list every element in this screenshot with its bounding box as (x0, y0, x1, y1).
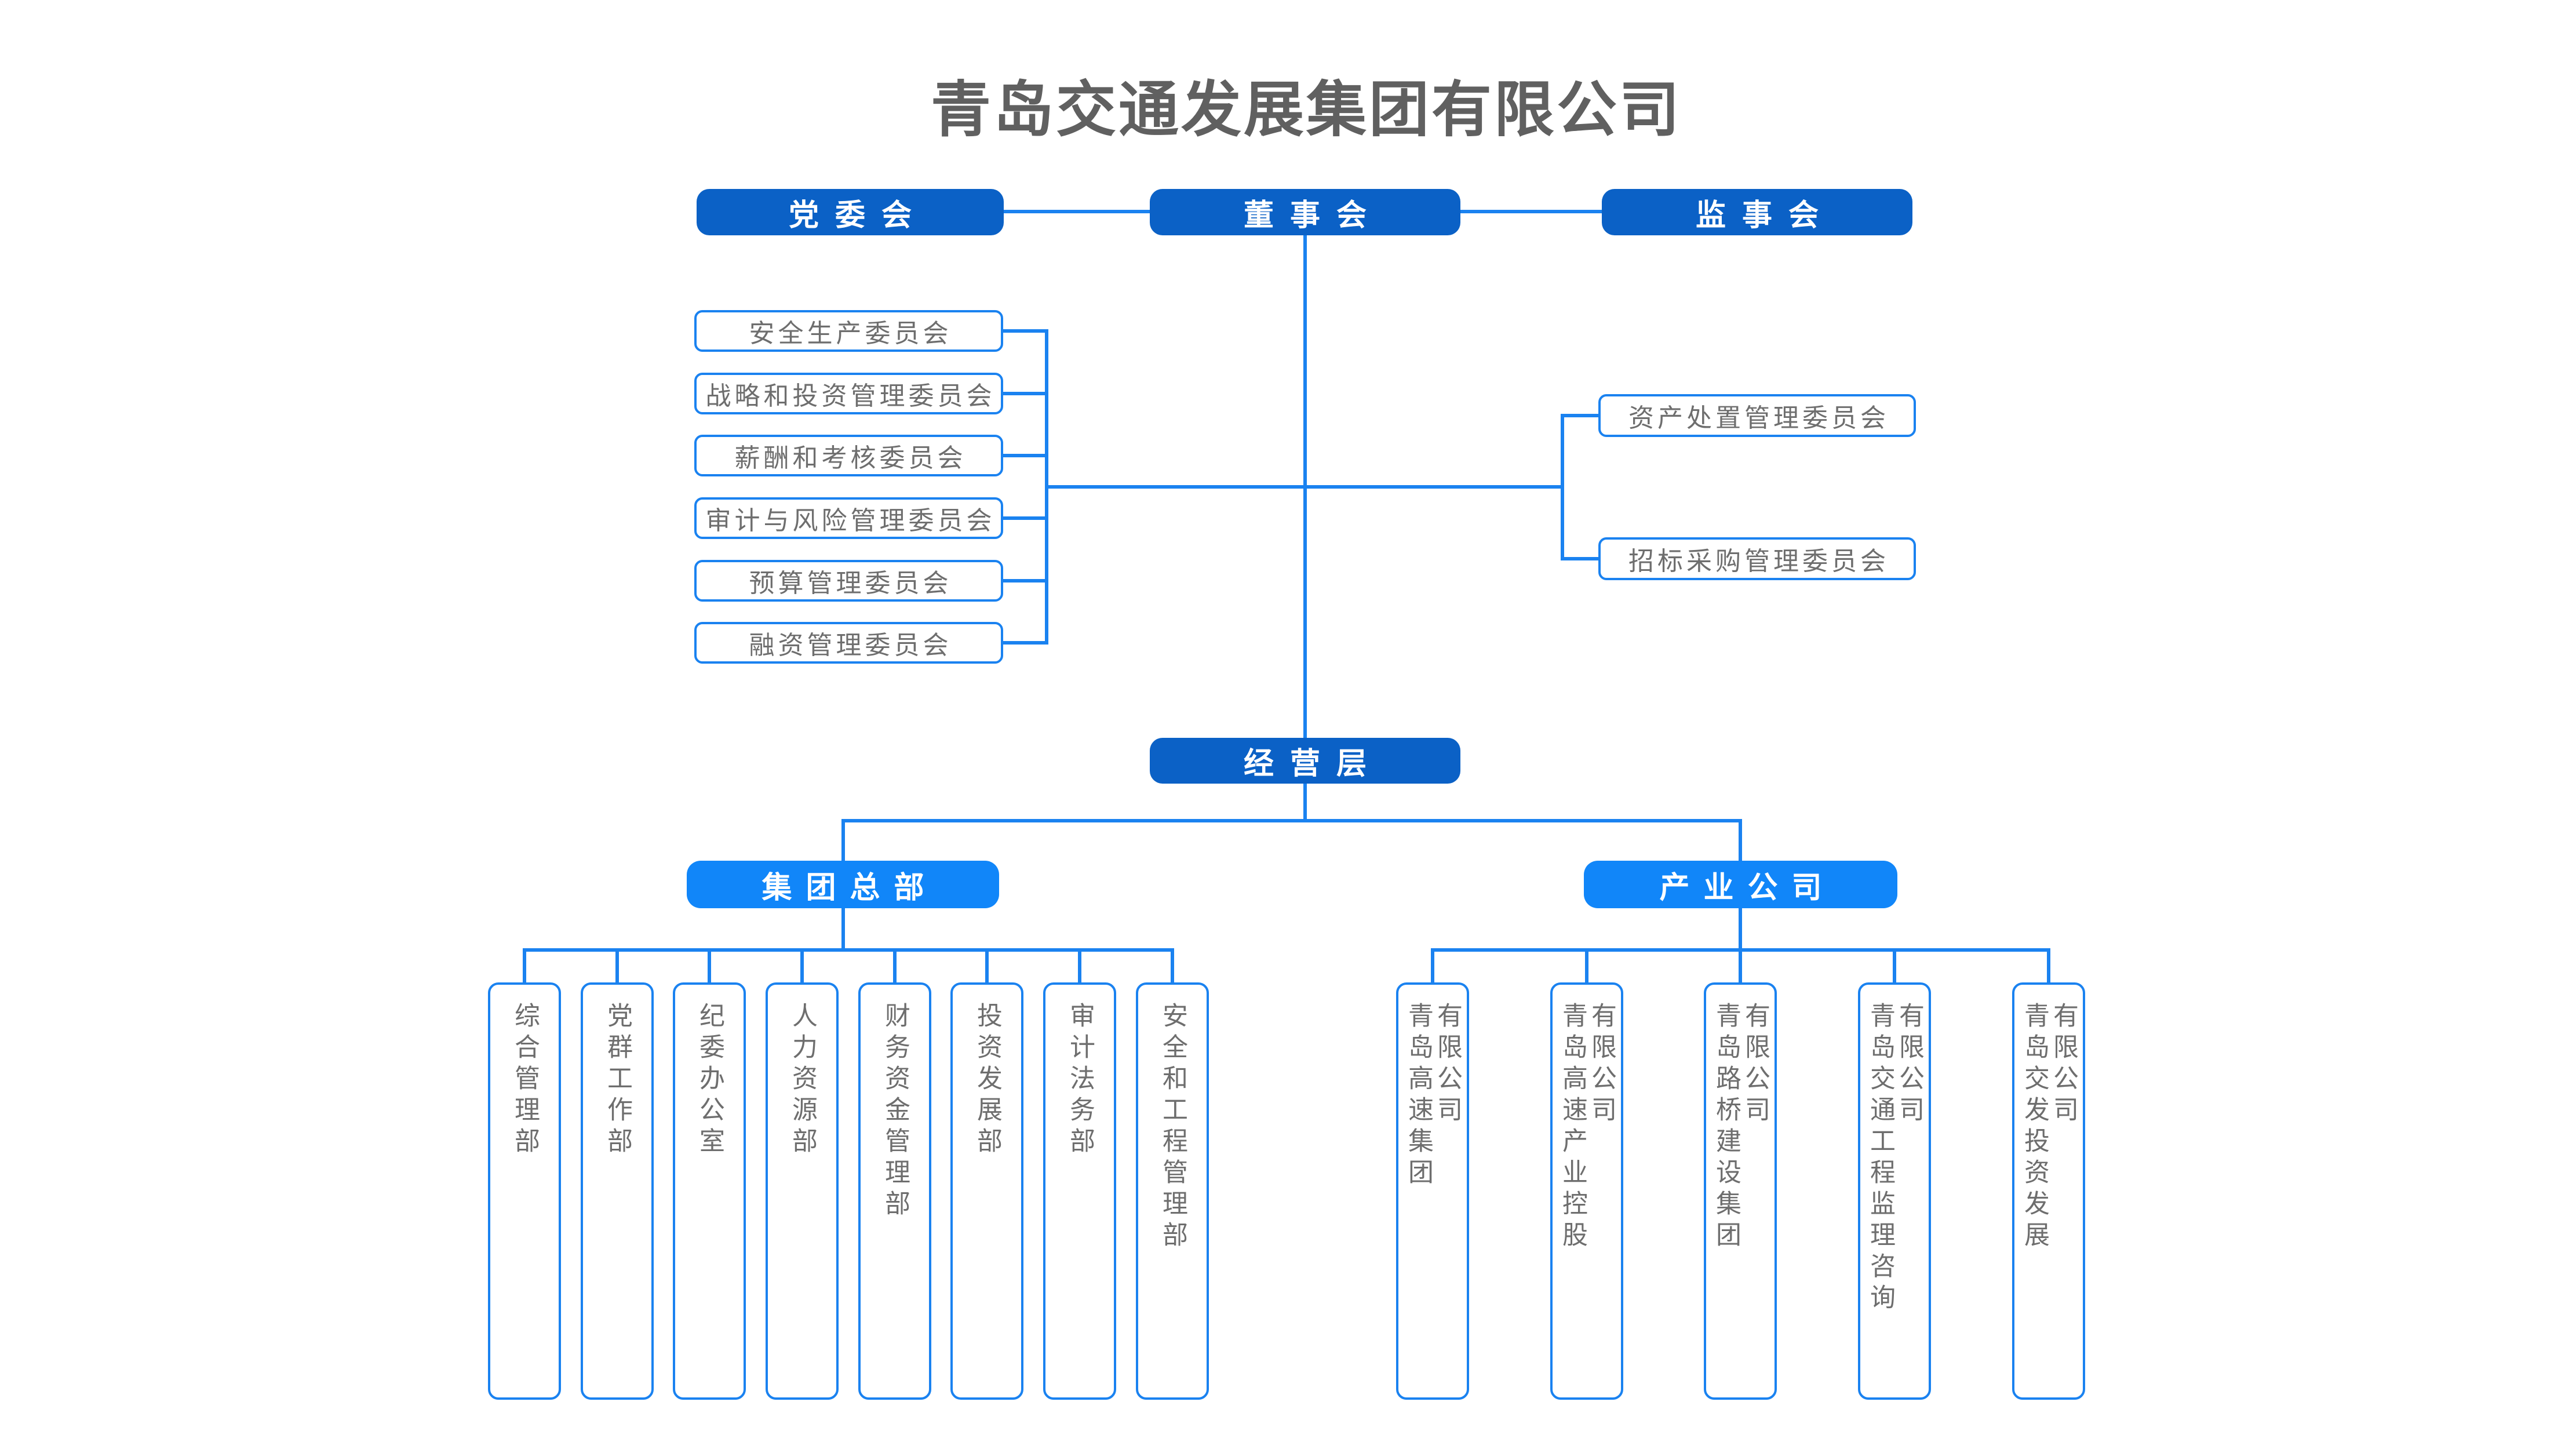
connector-line (1002, 392, 1048, 395)
node-board-committee: 薪酬和考核委员会 (694, 435, 1003, 476)
subsidiary-label: 青岛交通工程监理咨询 有限公司 (1866, 1002, 1923, 1315)
node-department: 人力资源部 (766, 982, 839, 1400)
node-department: 综合管理部 (488, 982, 561, 1400)
subsidiary-label: 青岛高速集团 有限公司 (1404, 1002, 1462, 1190)
board-committee-label: 战略和投资管理委员会 (705, 382, 996, 410)
node-group-headquarters-label: 集团总部 (761, 871, 938, 905)
connector-line (1002, 329, 1048, 333)
department-label: 综合管理部 (511, 1002, 539, 1159)
connector-line (1303, 784, 1307, 821)
connector-line (1002, 516, 1048, 520)
connector-line (893, 950, 897, 984)
connector-line (800, 950, 804, 984)
page-title: 青岛交通发展集团有限公司 (930, 77, 1682, 144)
special-committee-label: 招标采购管理委员会 (1628, 547, 1889, 576)
department-label: 人力资源部 (788, 1002, 817, 1159)
connector-line (615, 950, 619, 984)
special-committee-label: 资产处置管理委员会 (1628, 404, 1889, 432)
connector-line (1460, 210, 1602, 213)
node-department: 财务资金管理部 (858, 982, 931, 1400)
node-industry-companies-label: 产业公司 (1659, 871, 1836, 905)
node-department: 安全和工程管理部 (1136, 982, 1209, 1400)
node-subsidiary: 青岛交发投资发展 有限公司 (2012, 982, 2085, 1400)
node-board-of-directors-label: 董事会 (1243, 198, 1383, 232)
department-label: 纪委办公室 (695, 1002, 724, 1159)
connector-line (1562, 414, 1601, 417)
connector-line (1585, 950, 1588, 984)
connector-line (1004, 210, 1150, 213)
connector-line (1739, 950, 1742, 984)
department-label: 安全和工程管理部 (1158, 1002, 1187, 1253)
node-management-layer: 经营层 (1150, 738, 1460, 784)
connector-line (985, 950, 989, 984)
node-subsidiary: 青岛交通工程监理咨询 有限公司 (1858, 982, 1931, 1400)
connector-line (1739, 908, 1742, 950)
node-board-committee: 审计与风险管理委员会 (694, 497, 1003, 539)
node-special-committee: 资产处置管理委员会 (1598, 394, 1916, 437)
node-subsidiary: 青岛高速产业控股 有限公司 (1550, 982, 1623, 1400)
node-party-committee-label: 党委会 (788, 198, 928, 232)
connector-line (1431, 950, 1434, 984)
subsidiary-label: 青岛交发投资发展 有限公司 (2020, 1002, 2078, 1253)
node-subsidiary: 青岛高速集团 有限公司 (1396, 982, 1469, 1400)
department-label: 财务资金管理部 (881, 1002, 909, 1221)
board-committee-label: 安全生产委员会 (749, 319, 952, 348)
node-party-committee: 党委会 (697, 189, 1004, 235)
connector-line (1078, 950, 1081, 984)
connector-line (1739, 819, 1742, 861)
node-board-of-directors: 董事会 (1150, 189, 1460, 235)
node-group-headquarters: 集团总部 (687, 861, 999, 908)
connector-line (1561, 414, 1564, 560)
node-department: 审计法务部 (1043, 982, 1116, 1400)
node-department: 投资发展部 (950, 982, 1023, 1400)
connector-line (841, 819, 845, 861)
node-supervisory-board: 监事会 (1602, 189, 1912, 235)
connector-line (523, 950, 526, 984)
department-label: 审计法务部 (1066, 1002, 1094, 1159)
subsidiary-label: 青岛高速产业控股 有限公司 (1558, 1002, 1616, 1253)
connector-line (2047, 950, 2050, 984)
board-committee-label: 薪酬和考核委员会 (734, 444, 967, 472)
connector-line (1562, 557, 1601, 560)
node-subsidiary: 青岛路桥建设集团 有限公司 (1704, 982, 1777, 1400)
node-department: 党群工作部 (581, 982, 654, 1400)
connector-line (841, 908, 845, 950)
connector-line (1002, 454, 1048, 457)
node-board-committee: 战略和投资管理委员会 (694, 373, 1003, 414)
department-label: 投资发展部 (973, 1002, 1001, 1159)
connector-line (1171, 950, 1174, 984)
connector-line (841, 819, 1742, 822)
connector-line (1893, 950, 1896, 984)
node-supervisory-board-label: 监事会 (1695, 198, 1835, 232)
department-label: 党群工作部 (603, 1002, 632, 1159)
node-department: 纪委办公室 (673, 982, 746, 1400)
node-management-layer-label: 经营层 (1243, 747, 1383, 781)
connector-line (708, 950, 711, 984)
subsidiary-label: 青岛路桥建设集团 有限公司 (1712, 1002, 1769, 1253)
node-industry-companies: 产业公司 (1584, 861, 1897, 908)
board-committee-label: 审计与风险管理委员会 (705, 507, 996, 535)
connector-line (1002, 579, 1048, 582)
node-board-committee: 融资管理委员会 (694, 622, 1003, 664)
connector-line (1045, 485, 1564, 489)
node-special-committee: 招标采购管理委员会 (1598, 537, 1916, 580)
node-board-committee: 安全生产委员会 (694, 310, 1003, 352)
connector-line (1002, 641, 1048, 645)
node-board-committee: 预算管理委员会 (694, 560, 1003, 602)
board-committee-label: 预算管理委员会 (749, 569, 952, 598)
board-committee-label: 融资管理委员会 (749, 631, 952, 660)
connector-line (523, 948, 1174, 952)
